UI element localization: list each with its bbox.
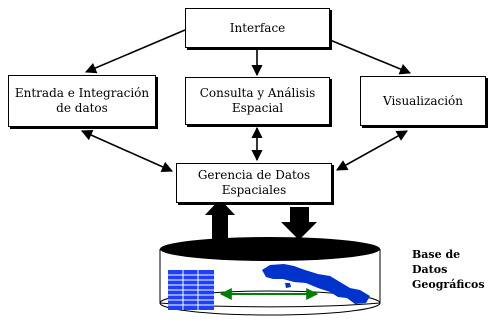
isla-juventud-icon <box>285 283 291 288</box>
node-visualizacion: Visualización <box>360 76 486 126</box>
table-grid-icon <box>168 270 214 310</box>
arrow-interface-to-entrada <box>84 29 186 74</box>
node-visualizacion-label: Visualización <box>383 93 463 108</box>
arrow-interface-to-visualizacion <box>329 39 412 75</box>
node-entrada: Entrada e Integración de datos <box>8 75 156 127</box>
arrow-down-block <box>281 207 317 240</box>
cuba-map-icon <box>262 264 370 304</box>
arrow-up-block <box>205 199 235 240</box>
node-interface: Interface <box>185 8 330 48</box>
arrow-entrada-gerencia <box>80 129 174 173</box>
node-interface-label: Interface <box>229 20 286 35</box>
node-consulta-label: Consulta y Análisis Espacial <box>199 86 316 115</box>
node-consulta: Consulta y Análisis Espacial <box>185 77 330 125</box>
database-label: Base de Datos Geográficos <box>412 248 485 291</box>
node-gerencia-label: Gerencia de Datos Espaciales <box>197 168 311 197</box>
node-entrada-label: Entrada e Integración de datos <box>14 86 150 115</box>
arrow-visualizacion-gerencia <box>336 130 408 171</box>
node-gerencia: Gerencia de Datos Espaciales <box>176 163 332 203</box>
